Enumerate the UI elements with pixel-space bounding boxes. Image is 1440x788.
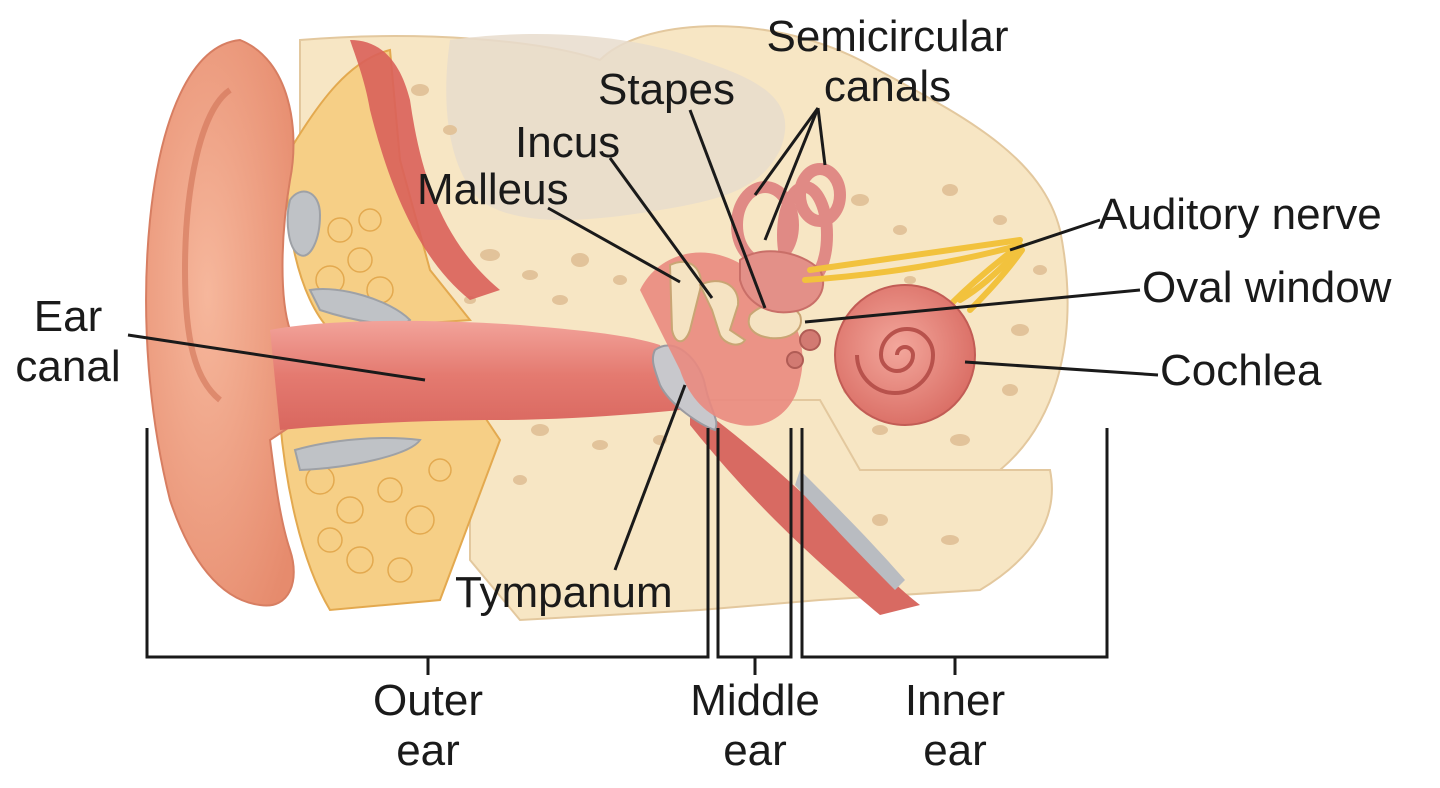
leader-semicircular-1 bbox=[753, 107, 820, 196]
label-semicircular-canals: Semicircular canals bbox=[745, 12, 1030, 112]
skull-cavity bbox=[446, 34, 786, 220]
label-middle-ear: Middle ear bbox=[665, 676, 845, 776]
round-window-shape bbox=[786, 351, 804, 369]
label-outer-ear-line2: ear bbox=[396, 726, 460, 775]
label-middle-ear-line2: ear bbox=[723, 726, 787, 775]
label-inner-ear-line2: ear bbox=[923, 726, 987, 775]
leader-semicircular-3 bbox=[816, 107, 827, 166]
leader-stapes bbox=[688, 109, 767, 309]
cochlea-spiral bbox=[855, 327, 936, 395]
cartilage bbox=[286, 190, 422, 472]
ear-canal bbox=[270, 320, 680, 430]
leader-incus bbox=[608, 157, 714, 299]
label-semicircular-line1: Semicircular bbox=[766, 12, 1009, 61]
leader-lines bbox=[127, 107, 1159, 571]
leader-semicircular-2 bbox=[763, 107, 820, 241]
leader-ear-canal bbox=[127, 333, 426, 382]
label-cochlea: Cochlea bbox=[1160, 346, 1322, 395]
eustachian-cartilage bbox=[795, 470, 905, 590]
pinna bbox=[145, 38, 302, 607]
leader-auditory-nerve bbox=[1009, 218, 1101, 252]
label-stapes: Stapes bbox=[598, 65, 735, 114]
region-brackets bbox=[145, 428, 1109, 675]
label-inner-ear: Inner ear bbox=[865, 676, 1045, 776]
oval-window-shape bbox=[799, 329, 821, 351]
label-middle-ear-line1: Middle bbox=[690, 676, 820, 725]
label-semicircular-line2: canals bbox=[823, 62, 952, 111]
label-outer-ear: Outer ear bbox=[338, 676, 518, 776]
canal-tube-lower bbox=[690, 400, 920, 615]
label-malleus: Malleus bbox=[417, 165, 569, 214]
label-ear-canal-line1: Ear bbox=[33, 292, 103, 341]
label-incus: Incus bbox=[515, 118, 621, 167]
label-outer-ear-line1: Outer bbox=[372, 676, 484, 725]
label-oval-window: Oval window bbox=[1142, 263, 1392, 312]
leader-tympanum bbox=[613, 384, 687, 571]
label-ear-canal: Ear canal bbox=[8, 292, 128, 392]
leader-malleus bbox=[547, 206, 681, 284]
cochlea-shape bbox=[834, 284, 976, 426]
pinna-fold bbox=[181, 87, 232, 403]
label-ear-canal-line2: canal bbox=[15, 342, 121, 391]
muscle-band bbox=[350, 40, 500, 300]
leader-oval-window bbox=[804, 288, 1141, 324]
label-auditory-nerve: Auditory nerve bbox=[1098, 190, 1382, 239]
label-inner-ear-line1: Inner bbox=[904, 676, 1006, 725]
leader-cochlea bbox=[964, 360, 1159, 377]
label-tympanum: Tympanum bbox=[455, 568, 673, 617]
bone-pores bbox=[411, 84, 1047, 545]
